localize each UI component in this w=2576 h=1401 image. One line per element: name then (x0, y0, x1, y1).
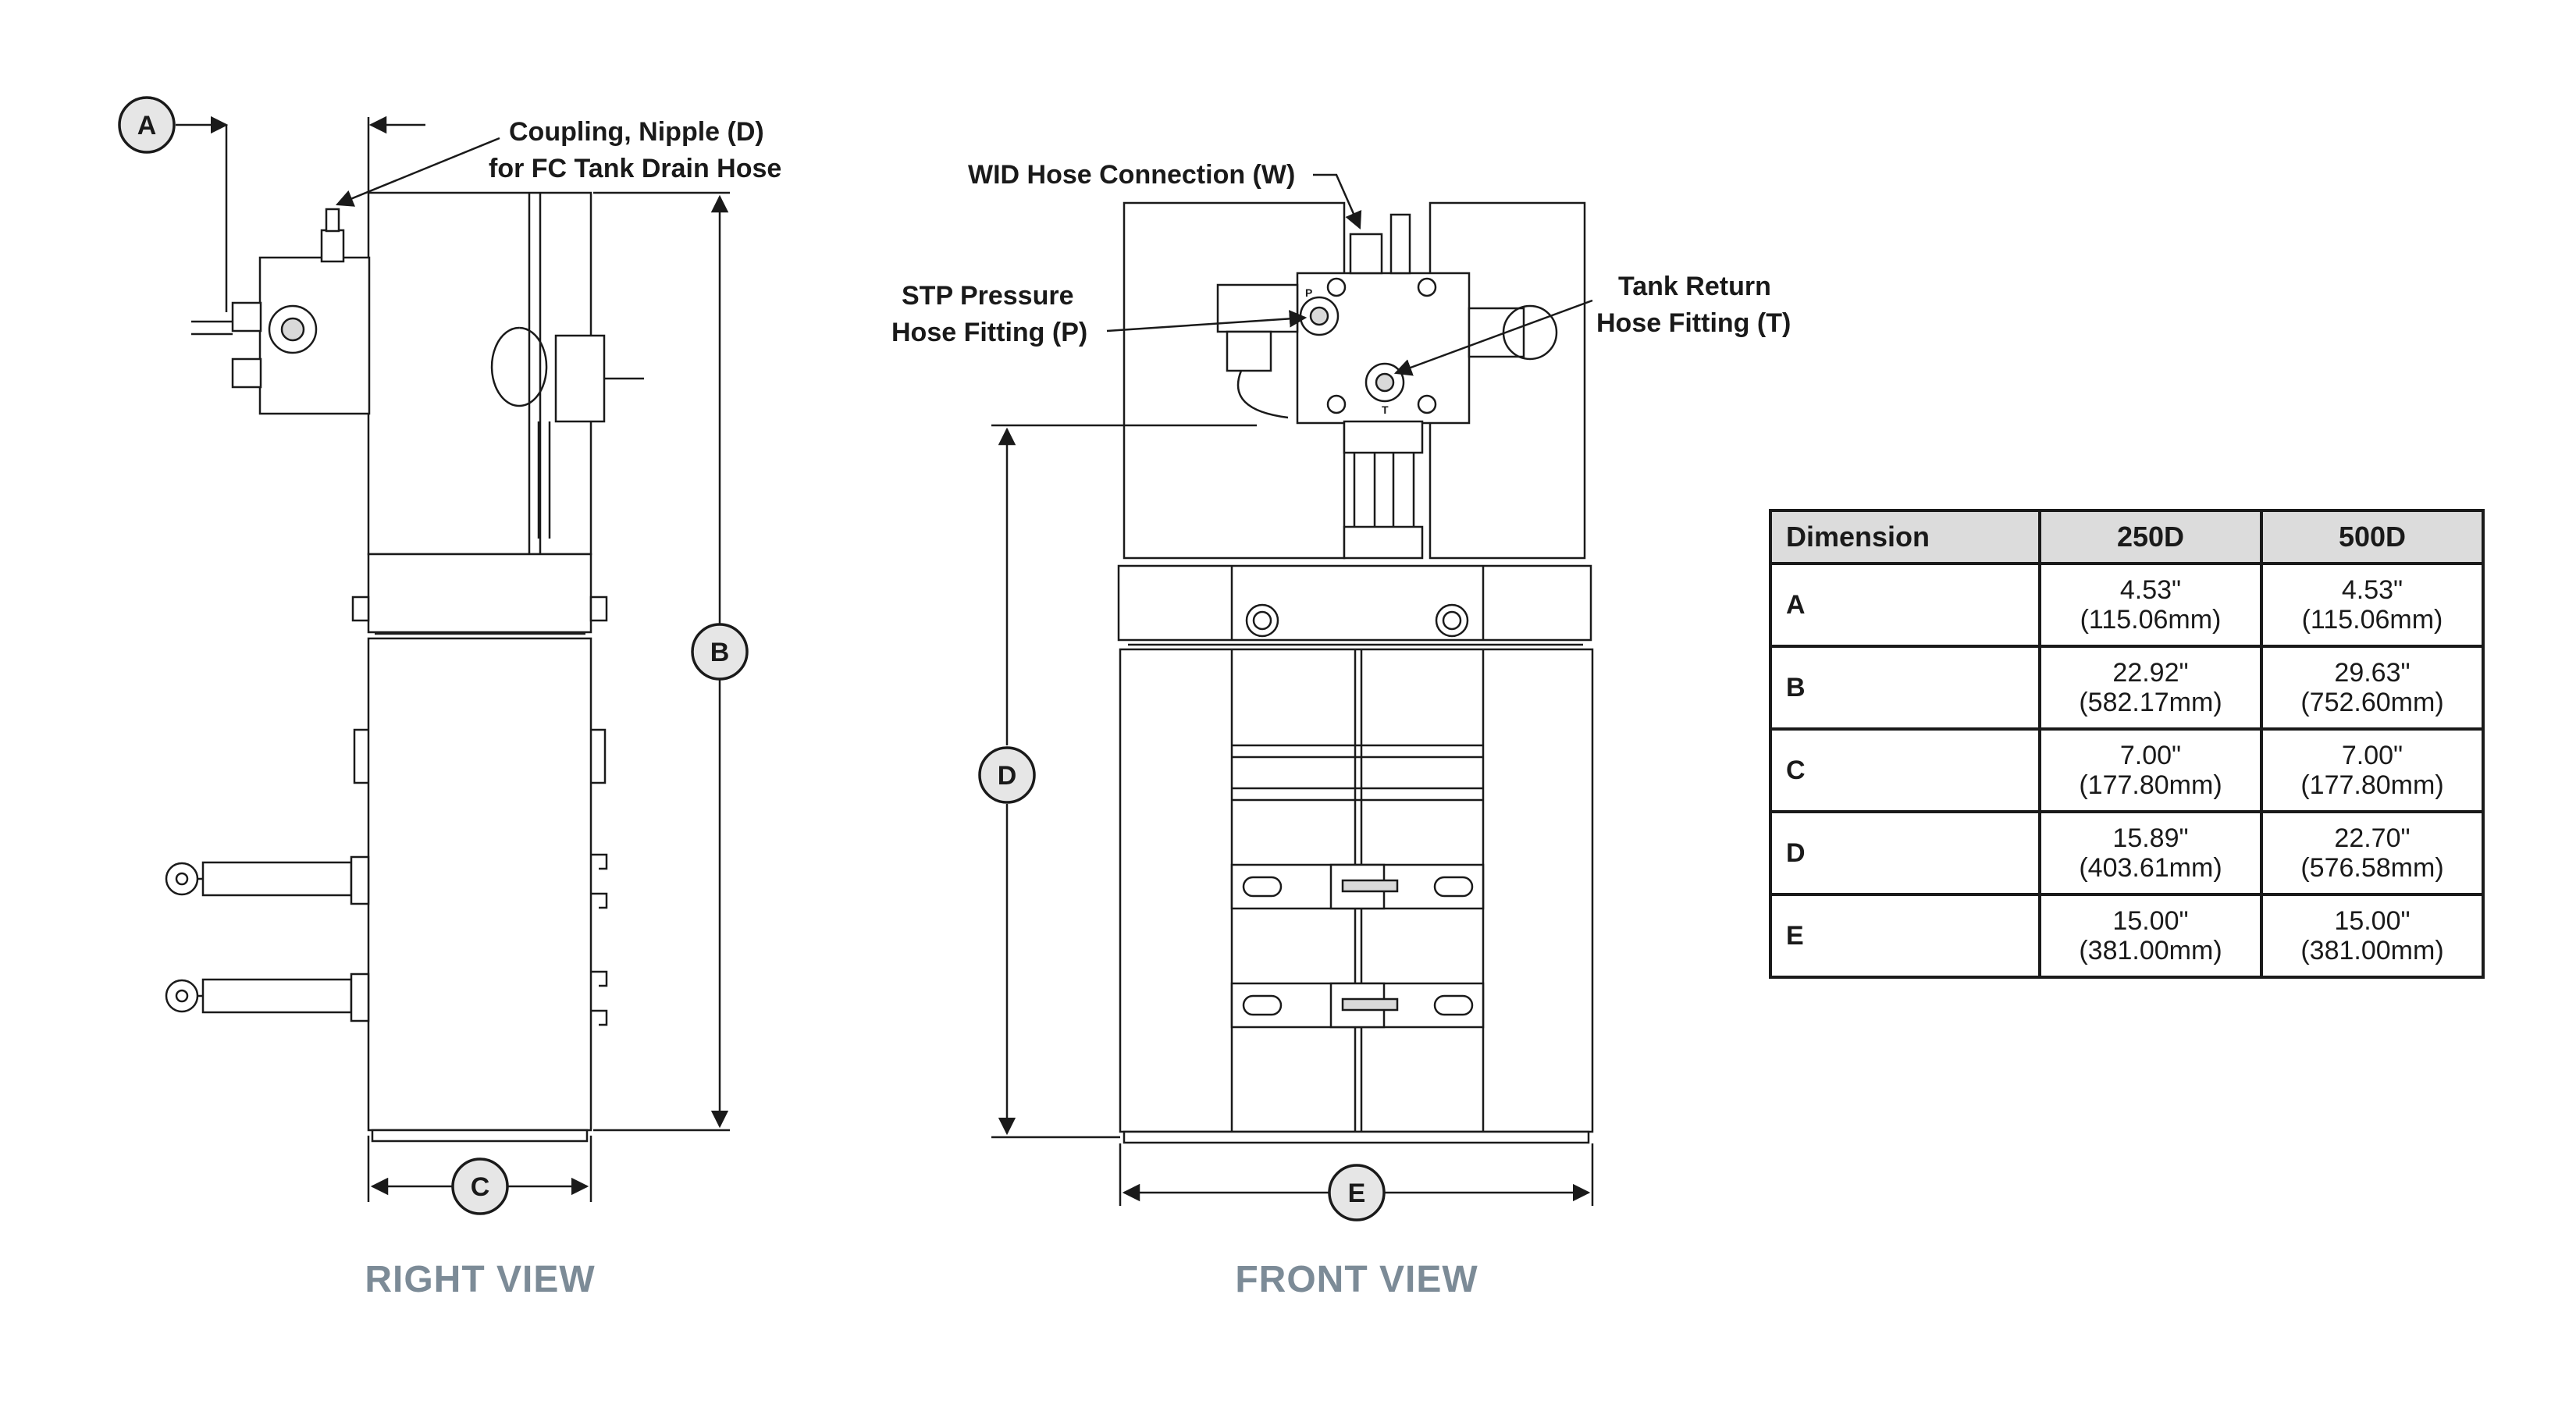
svg-text:A: A (137, 111, 157, 140)
row-label: A (1769, 562, 2041, 648)
table-row: C 7.00"(177.80mm) 7.00"(177.80mm) (1769, 727, 2485, 813)
dimension-table: Dimension 250D 500D A 4.53"(115.06mm) 4.… (1769, 509, 2485, 979)
row-label: C (1769, 727, 2041, 813)
table-row: B 22.92"(582.17mm) 29.63"(752.60mm) (1769, 645, 2485, 731)
value-250d: 15.00"(381.00mm) (2038, 893, 2263, 979)
coupling-callout-line1: Coupling, Nipple (D) (509, 117, 764, 147)
front-view-drawing (1117, 201, 1594, 1144)
header-250d: 250D (2038, 509, 2263, 565)
port-t-mark: T (1382, 404, 1389, 416)
dimension-e (1119, 1143, 1594, 1206)
coupling-leader (335, 137, 500, 207)
table-row: A 4.53"(115.06mm) 4.53"(115.06mm) (1769, 562, 2485, 648)
value-500d: 15.00"(381.00mm) (2260, 893, 2485, 979)
tank-return-callout-line2: Hose Fitting (T) (1596, 308, 1791, 338)
row-label: B (1769, 645, 2041, 731)
tank-return-leader (1393, 299, 1593, 376)
svg-text:D: D (998, 761, 1017, 791)
header-500d: 500D (2260, 509, 2485, 565)
value-500d: 7.00"(177.80mm) (2260, 727, 2485, 813)
bubble-c: C (451, 1157, 509, 1215)
row-label: D (1769, 810, 2041, 896)
right-view-drawing (165, 191, 644, 1143)
table-row: E 15.00"(381.00mm) 15.00"(381.00mm) (1769, 893, 2485, 979)
right-view-title: RIGHT VIEW (365, 1259, 595, 1300)
value-500d: 29.63"(752.60mm) (2260, 645, 2485, 731)
svg-text:C: C (471, 1172, 490, 1202)
value-250d: 22.92"(582.17mm) (2038, 645, 2263, 731)
port-p-mark: P (1305, 286, 1312, 299)
dimension-c (367, 1136, 592, 1202)
wid-callout: WID Hose Connection (W) (968, 160, 1295, 190)
wid-leader (1313, 173, 1362, 230)
value-250d: 4.53"(115.06mm) (2038, 562, 2263, 648)
table-header-row: Dimension 250D 500D (1769, 509, 2485, 565)
value-500d: 22.70"(576.58mm) (2260, 810, 2485, 896)
value-250d: 7.00"(177.80mm) (2038, 727, 2263, 813)
table-row: D 15.89"(403.61mm) 22.70"(576.58mm) (1769, 810, 2485, 896)
svg-text:E: E (1348, 1179, 1366, 1208)
bubble-a: A (118, 96, 176, 154)
row-label: E (1769, 893, 2041, 979)
bubble-d: D (978, 746, 1036, 804)
header-dimension: Dimension (1769, 509, 2041, 565)
dimension-d (991, 424, 1257, 1139)
dimension-a (176, 116, 425, 312)
tank-return-callout-line1: Tank Return (1618, 272, 1771, 301)
coupling-callout-line2: for FC Tank Drain Hose (489, 154, 781, 183)
bubble-b: B (691, 623, 749, 681)
value-250d: 15.89"(403.61mm) (2038, 810, 2263, 896)
stp-callout-line2: Hose Fitting (P) (891, 318, 1087, 347)
svg-text:B: B (710, 638, 730, 667)
dimension-b (593, 191, 730, 1132)
stp-leader (1106, 310, 1308, 332)
stp-callout-line1: STP Pressure (902, 281, 1074, 311)
bubble-e: E (1328, 1164, 1386, 1221)
value-500d: 4.53"(115.06mm) (2260, 562, 2485, 648)
front-view-title: FRONT VIEW (1235, 1259, 1478, 1300)
